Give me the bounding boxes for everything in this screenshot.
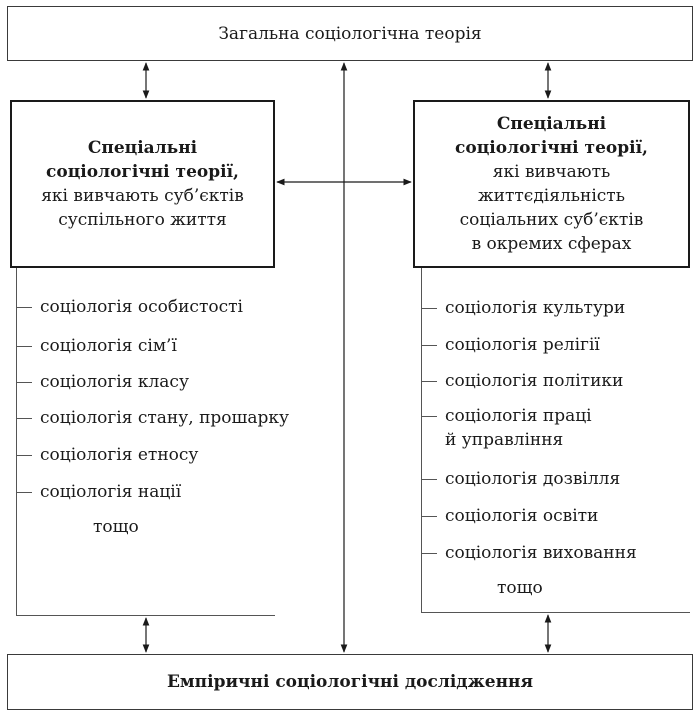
list-item: соціологія нації	[16, 480, 181, 504]
left-theory-title-2: соціологічні теорії,	[46, 162, 239, 182]
branch-dash	[421, 416, 437, 417]
general-theory-label: Загальна соціологічна теорія	[218, 23, 482, 44]
list-item: соціологія політики	[421, 369, 623, 393]
branch-dash	[421, 308, 437, 309]
left-theory-desc-2: суспільного життя	[58, 210, 227, 230]
general-theory-box: Загальна соціологічна теорія	[7, 6, 693, 61]
special-theories-subjects-box: Спеціальні соціологічні теорії, які вивч…	[10, 100, 275, 268]
branch-dash	[421, 345, 437, 346]
right-theory-title-2: соціологічні теорії,	[455, 138, 648, 158]
branch-dash	[421, 516, 437, 517]
branch-dash	[16, 382, 32, 383]
empirical-research-label: Емпіричні соціологічні дослідження	[166, 672, 534, 692]
special-theories-spheres-box: Спеціальні соціологічні теорії, які вивч…	[413, 100, 690, 268]
branch-dash	[16, 418, 32, 419]
list-item: соціологія освіти	[421, 504, 598, 528]
list-item: соціологія етносу	[16, 443, 198, 467]
list-item: соціологія сім’ї	[16, 334, 177, 358]
right-list-etc: тощо	[497, 578, 543, 598]
left-theory-title-1: Спеціальні	[87, 138, 198, 158]
branch-dash	[16, 307, 32, 308]
list-item: соціологія виховання	[421, 541, 637, 565]
right-theory-desc-3: соціальних суб’єктів	[459, 210, 644, 230]
list-item: соціологія стану, прошарку	[16, 406, 289, 430]
branch-dash	[421, 381, 437, 382]
list-item: соціологія особистості	[16, 295, 243, 319]
right-theory-desc-1: які вивчають	[492, 162, 611, 182]
list-item: соціологія культури	[421, 296, 625, 320]
branch-dash	[16, 492, 32, 493]
list-item: соціологія праці й управління	[421, 404, 592, 452]
left-list-etc: тощо	[93, 517, 139, 537]
empirical-research-box: Емпіричні соціологічні дослідження	[7, 654, 693, 710]
left-theory-desc-1: які вивчають суб’єктів	[41, 186, 244, 206]
list-item: соціологія дозвілля	[421, 467, 620, 491]
right-theory-desc-4: в окремих сферах	[471, 234, 632, 254]
list-item: соціологія класу	[16, 370, 189, 394]
branch-dash	[421, 479, 437, 480]
branch-dash	[16, 346, 32, 347]
right-theory-desc-2: життєдіяльність	[478, 186, 625, 206]
right-theory-title-1: Спеціальні	[496, 114, 607, 134]
right-branch-list: соціологія культури соціологія релігії с…	[421, 268, 690, 613]
branch-dash	[16, 455, 32, 456]
branch-dash	[421, 553, 437, 554]
left-branch-list: соціологія особистості соціологія сім’ї …	[16, 268, 289, 616]
list-item: соціологія релігії	[421, 333, 600, 357]
